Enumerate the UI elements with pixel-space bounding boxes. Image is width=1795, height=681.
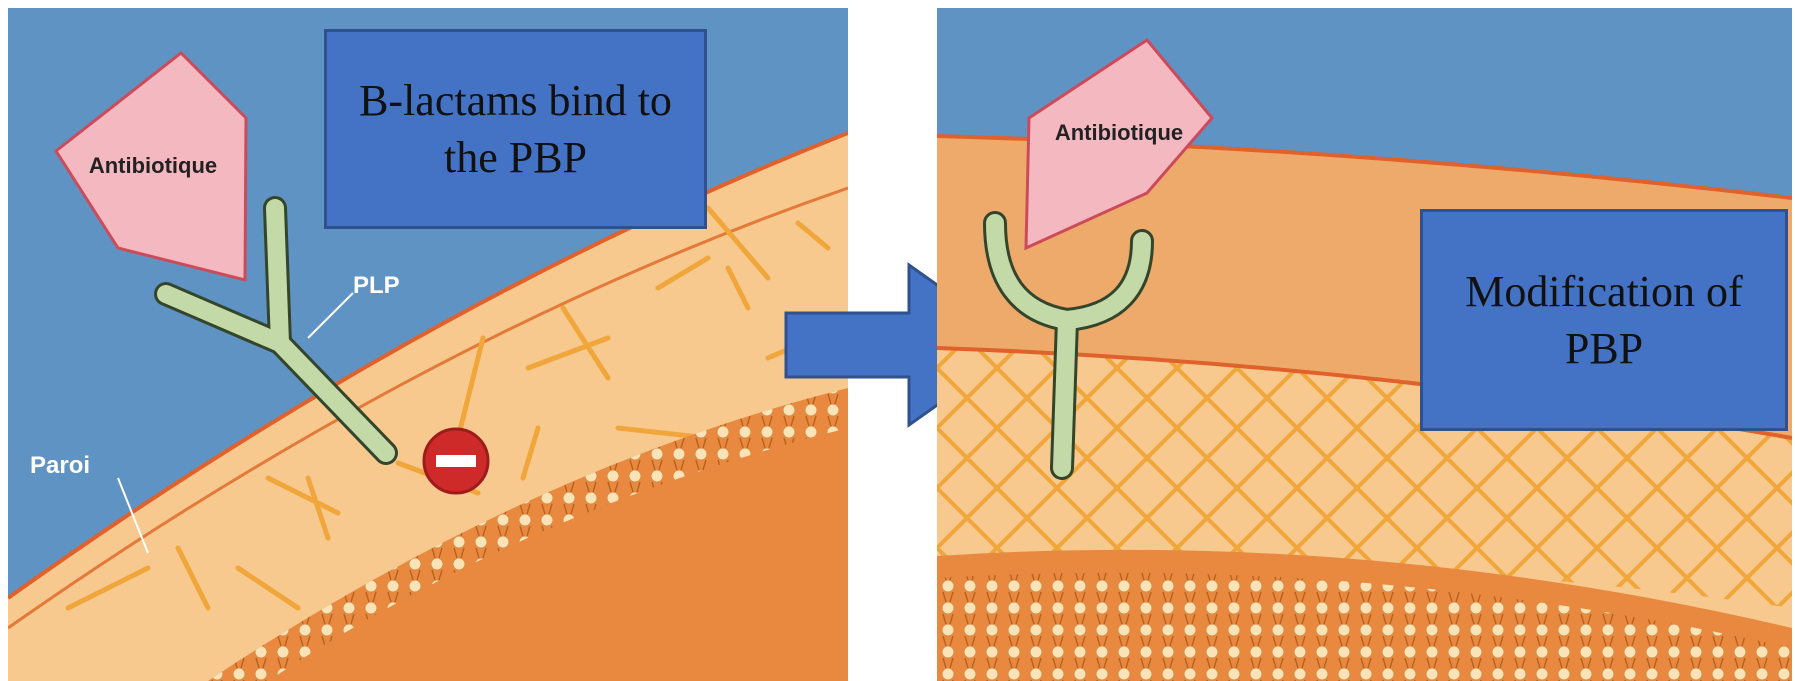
left-panel: Paroi PLP Antibiotique B-lactam <box>8 8 848 681</box>
left-callout-box: B-lactams bind to the PBP <box>324 29 707 229</box>
right-panel: Antibiotique Modification of PBP <box>937 8 1792 681</box>
right-callout-box: Modification of PBP <box>1420 209 1788 431</box>
right-antibiotic-label: Antibiotique <box>1055 120 1183 145</box>
right-callout-line-2: PBP <box>1465 320 1742 377</box>
left-callout-line-1: B-lactams bind to <box>359 72 672 129</box>
right-callout-line-1: Modification of <box>1465 263 1742 320</box>
left-callout-line-2: the PBP <box>359 129 672 186</box>
wall-label: Paroi <box>30 452 90 479</box>
plp-label: PLP <box>353 272 400 299</box>
stop-sign-icon <box>424 429 488 493</box>
left-antibiotic-label: Antibiotique <box>89 153 217 178</box>
